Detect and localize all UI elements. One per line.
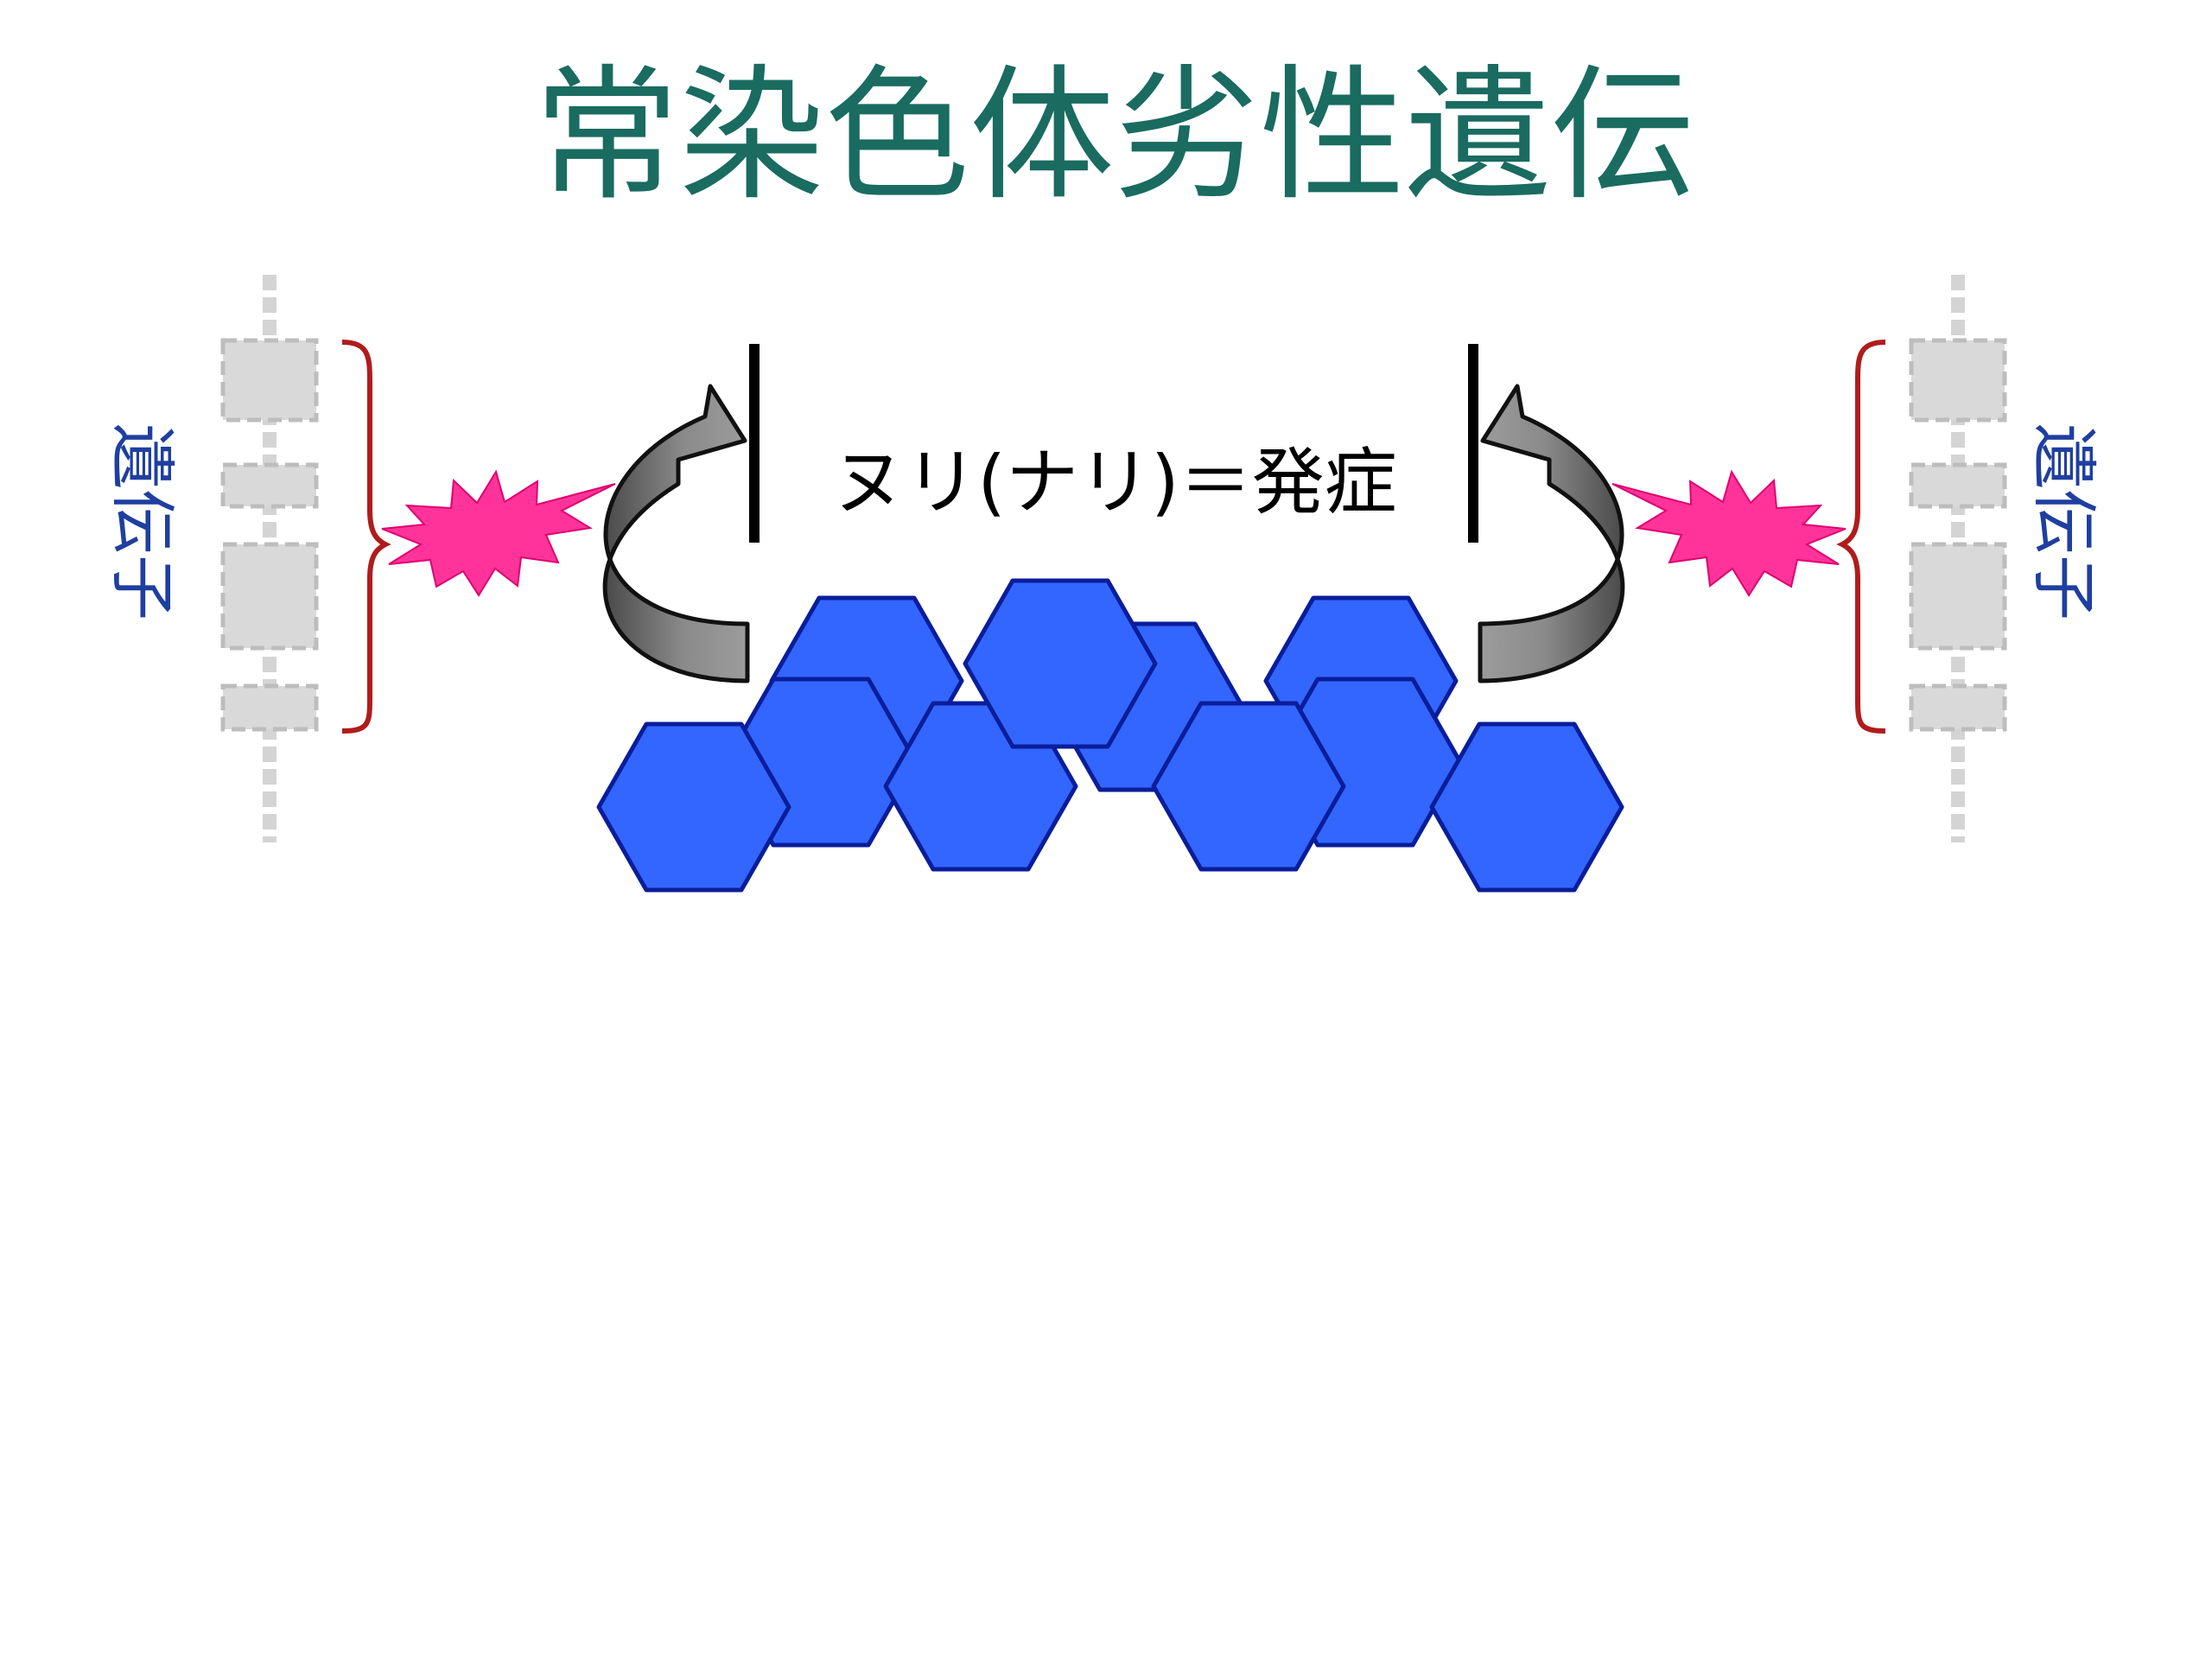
page-title: 常染色体劣性遺伝 bbox=[534, 51, 1695, 220]
right-gene-label: 遺伝子 bbox=[2025, 423, 2102, 620]
right-chromosome bbox=[1911, 275, 2005, 842]
left-curved-arrow bbox=[605, 386, 747, 681]
right-curved-arrow bbox=[1480, 386, 1623, 681]
left-brace bbox=[342, 342, 385, 731]
right-brace bbox=[1842, 342, 1885, 731]
center-label: ヌリ(ナリ)＝発症 bbox=[832, 440, 1397, 524]
right-mutation-starburst bbox=[1612, 472, 1846, 595]
left-gene-label: 遺伝子 bbox=[104, 423, 181, 620]
hexagon-cluster bbox=[599, 581, 1622, 890]
hexagon bbox=[1432, 724, 1622, 890]
left-mutation-starburst bbox=[382, 472, 615, 595]
left-chromosome bbox=[223, 275, 316, 842]
